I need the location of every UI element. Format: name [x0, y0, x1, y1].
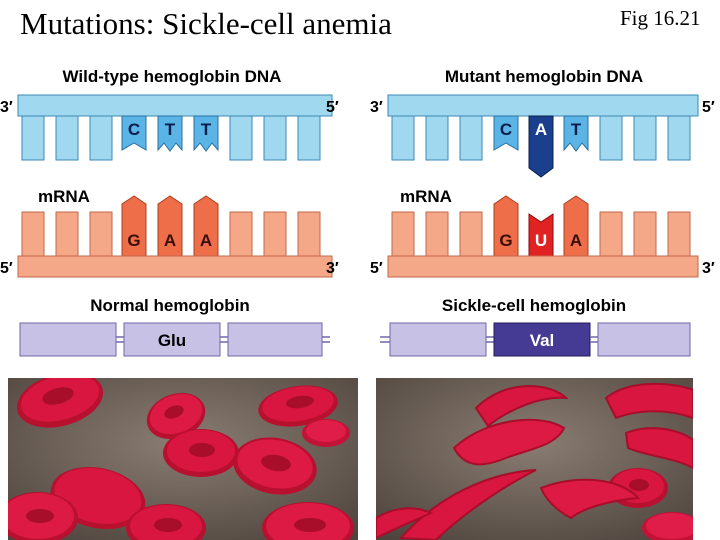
- sickle-cell: [604, 382, 693, 420]
- red-blood-cell: [302, 419, 350, 447]
- sickle-cell: [539, 478, 641, 520]
- normal-red-blood-cells-photo: [8, 378, 358, 540]
- amino-acid-val: [493, 322, 591, 357]
- dna-base-c: [493, 115, 519, 151]
- dna-5-prime-label: 5′: [702, 99, 715, 116]
- sickle-red-blood-cells-photo: [376, 378, 693, 540]
- sickle-cell: [474, 385, 569, 428]
- dna-3-prime-label: 3′: [370, 99, 383, 116]
- dna-base-label: T: [571, 120, 582, 139]
- mrna-heading: mRNA: [38, 187, 90, 206]
- red-blood-cell: [233, 437, 317, 495]
- mrna-base-label: G: [499, 231, 512, 250]
- red-blood-cell: [8, 492, 78, 540]
- mutant-protein-chain: [380, 322, 691, 357]
- normal-protein-chain: [19, 322, 330, 357]
- dna-base-label: C: [500, 120, 512, 139]
- figure-label: Fig 16.21: [620, 6, 701, 30]
- red-blood-cell: [126, 504, 206, 540]
- mrna-base-label: A: [164, 231, 176, 250]
- mrna-base-label: G: [127, 231, 140, 250]
- mrna-heading: mRNA: [400, 187, 452, 206]
- dna-base-label: T: [165, 120, 176, 139]
- wild-type-dna-strand: [17, 94, 333, 161]
- mrna-3-prime-label: 3′: [702, 260, 715, 277]
- mrna-3-prime-label: 3′: [326, 260, 339, 277]
- amino-acid-label: Val: [530, 331, 555, 350]
- dna-base-t: [157, 115, 183, 152]
- sickle-cell: [376, 507, 434, 540]
- mutant-dna-heading: Mutant hemoglobin DNA: [445, 67, 643, 86]
- dna-base-t: [193, 115, 219, 152]
- mutant-dna-base-a: [528, 115, 554, 178]
- mutant-dna-strand: [387, 94, 699, 178]
- dna-base-c: [121, 115, 147, 151]
- normal-hemoglobin-heading: Normal hemoglobin: [90, 296, 250, 315]
- sickle-cell-diagram: Wild-type hemoglobin DNA 3′ 5′ C T T mRN…: [0, 67, 715, 357]
- mutant-mrna-strand: [387, 195, 699, 278]
- wild-type-mrna-strand: [17, 195, 333, 278]
- dna-5-prime-label: 5′: [326, 99, 339, 116]
- mrna-base-label: A: [200, 231, 212, 250]
- dna-base-label: C: [128, 120, 140, 139]
- mrna-5-prime-label: 5′: [370, 260, 383, 277]
- dna-3-prime-label: 3′: [0, 99, 13, 116]
- dna-base-label: T: [201, 120, 212, 139]
- sickle-cell: [452, 418, 566, 466]
- sickle-cell: [398, 469, 537, 540]
- red-blood-cell: [16, 378, 104, 428]
- amino-acid-glu: [123, 322, 221, 357]
- wild-type-panel: Wild-type hemoglobin DNA 3′ 5′ C T T mRN…: [0, 67, 339, 357]
- slide-title: Mutations: Sickle-cell anemia: [20, 6, 392, 41]
- red-blood-cell: [642, 512, 693, 540]
- mutant-dna-base-label: A: [535, 120, 547, 139]
- mrna-5-prime-label: 5′: [0, 260, 13, 277]
- dna-base-t: [563, 115, 589, 152]
- amino-acid-label: Glu: [158, 331, 186, 350]
- wild-type-dna-heading: Wild-type hemoglobin DNA: [63, 67, 282, 86]
- mutant-panel: Mutant hemoglobin DNA 3′ 5′ C A T mRNA: [370, 67, 715, 357]
- mrna-base-label: A: [570, 231, 582, 250]
- red-blood-cell: [146, 392, 206, 440]
- red-blood-cell: [258, 385, 338, 427]
- red-blood-cell: [262, 502, 354, 540]
- sickle-cell: [624, 427, 693, 470]
- red-blood-cell: [163, 429, 239, 477]
- sickle-cell-hemoglobin-heading: Sickle-cell hemoglobin: [442, 296, 626, 315]
- mutant-mrna-base-label: U: [535, 231, 547, 250]
